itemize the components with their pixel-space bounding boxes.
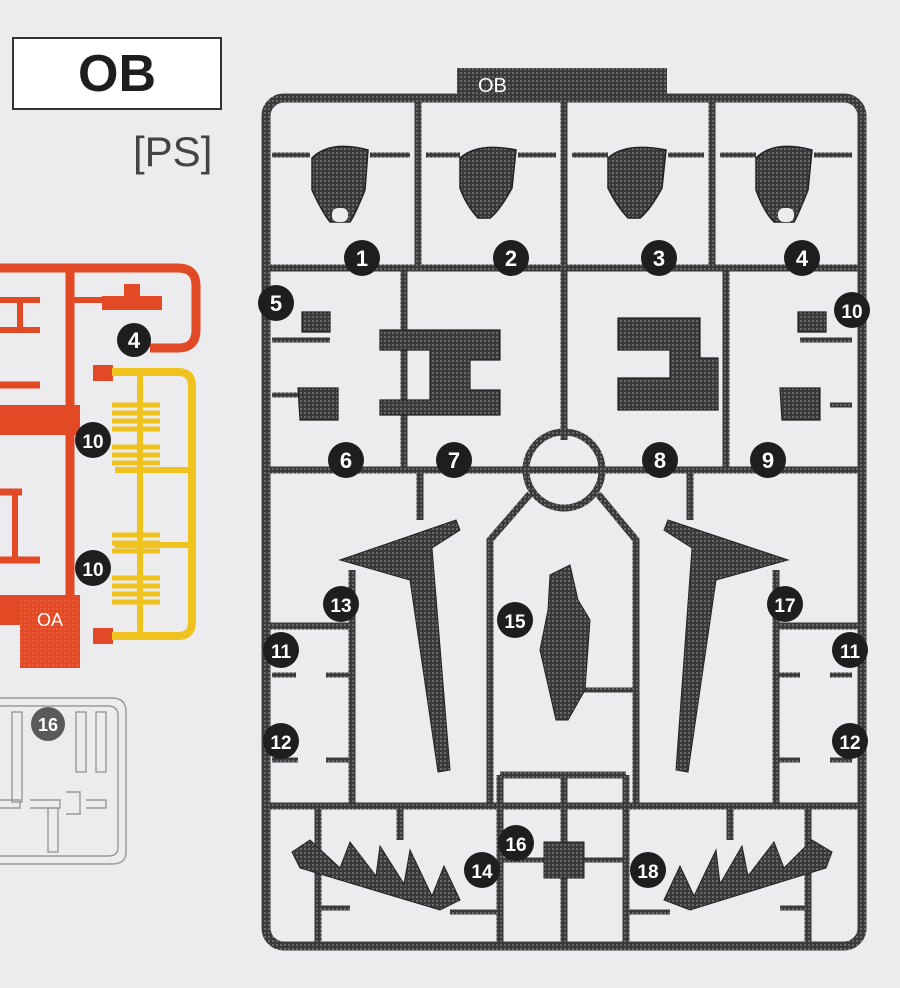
svg-text:10: 10 bbox=[82, 432, 103, 453]
svg-text:16: 16 bbox=[38, 715, 58, 735]
runner-code-box: OB bbox=[12, 37, 222, 110]
svg-text:14: 14 bbox=[471, 862, 493, 883]
svg-text:6: 6 bbox=[340, 448, 352, 473]
callout-13: 13 bbox=[323, 586, 359, 622]
callout-3: 3 bbox=[641, 240, 677, 276]
svg-text:15: 15 bbox=[504, 612, 526, 633]
runner-yellow bbox=[112, 368, 196, 640]
svg-text:2: 2 bbox=[505, 246, 517, 271]
callout-4: 4 bbox=[784, 240, 820, 276]
callout-6: 6 bbox=[328, 442, 364, 478]
callout-9: 9 bbox=[750, 442, 786, 478]
callout-oa-10-top: 10 bbox=[75, 422, 111, 458]
callout-1: 1 bbox=[344, 240, 380, 276]
svg-text:11: 11 bbox=[840, 642, 861, 663]
callout-11-left: 11 bbox=[263, 632, 299, 668]
callout-16: 16 bbox=[498, 825, 534, 861]
svg-text:4: 4 bbox=[128, 328, 141, 353]
callout-18: 18 bbox=[630, 852, 666, 888]
callout-10: 10 bbox=[834, 292, 870, 328]
callout-7: 7 bbox=[436, 442, 472, 478]
material-label: [PS] bbox=[133, 128, 213, 175]
callout-2: 2 bbox=[493, 240, 529, 276]
svg-text:11: 11 bbox=[271, 642, 292, 663]
svg-text:12: 12 bbox=[270, 733, 291, 754]
callout-8: 8 bbox=[642, 442, 678, 478]
callout-17: 17 bbox=[767, 586, 803, 622]
svg-text:9: 9 bbox=[762, 448, 774, 473]
callout-oa-10-bottom: 10 bbox=[75, 550, 111, 586]
ob-callouts: 1 2 3 4 5 6 7 8 9 10 11 11 12 12 13 14 1… bbox=[258, 240, 870, 888]
svg-text:1: 1 bbox=[356, 246, 368, 271]
svg-text:7: 7 bbox=[448, 448, 460, 473]
svg-text:5: 5 bbox=[270, 291, 282, 316]
callout-faded-16: 16 bbox=[31, 707, 65, 741]
callout-11-right: 11 bbox=[832, 632, 868, 668]
oa-callouts: 4 10 10 bbox=[75, 323, 151, 586]
callout-5: 5 bbox=[258, 285, 294, 321]
svg-text:4: 4 bbox=[796, 246, 809, 271]
svg-text:16: 16 bbox=[505, 835, 526, 856]
svg-text:8: 8 bbox=[654, 448, 666, 473]
runner-oa: OA bbox=[0, 263, 201, 668]
svg-text:12: 12 bbox=[839, 733, 860, 754]
callout-12-left: 12 bbox=[263, 723, 299, 759]
svg-text:10: 10 bbox=[82, 560, 103, 581]
runner-ob-tag: OB bbox=[478, 75, 507, 97]
callout-15: 15 bbox=[497, 602, 533, 638]
svg-text:3: 3 bbox=[653, 246, 665, 271]
svg-text:10: 10 bbox=[841, 302, 862, 323]
callout-oa-4: 4 bbox=[117, 323, 151, 357]
runner-oa-tag: OA bbox=[37, 610, 63, 630]
runner-ob: OB bbox=[261, 68, 867, 951]
svg-text:17: 17 bbox=[774, 596, 795, 617]
callout-12-right: 12 bbox=[832, 723, 868, 759]
svg-text:13: 13 bbox=[330, 596, 351, 617]
callout-14: 14 bbox=[464, 852, 500, 888]
runner-faded bbox=[0, 697, 127, 865]
svg-text:18: 18 bbox=[637, 862, 658, 883]
